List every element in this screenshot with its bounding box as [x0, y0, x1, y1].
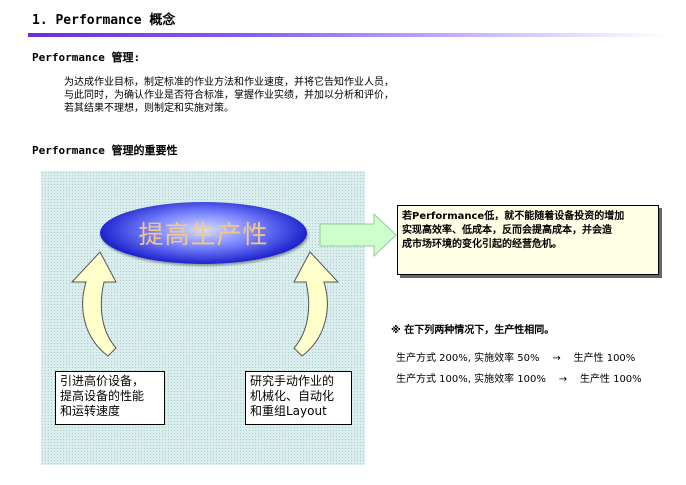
title-underline [28, 33, 668, 37]
note-line: 成市场环境的变化引起的经营危机。 [402, 239, 562, 250]
definition-paragraph: 为达成作业目标，制定标准的作业方法和作业速度，并将它告知作业人员， 与此同时，为… [64, 76, 394, 115]
right-arrow-icon [319, 212, 397, 258]
case-result: 生产性 100% [573, 353, 636, 364]
section-heading-importance: Performance 管理的重要性 [32, 144, 178, 157]
box-line: 研究手动作业的 [250, 374, 335, 388]
box-line: 提高设备的性能 [60, 389, 145, 403]
box-line: 和重组Layout [250, 404, 327, 418]
curved-up-arrow-right-icon [293, 251, 340, 357]
performance-warning-note: 若Performance低，就不能随着设备投资的增加 实现高效率、低成本，反而会… [397, 205, 659, 275]
case-line: 生产方式 100%, 实施效率 100% → 生产性 100% [396, 370, 642, 385]
note-line: 实现高效率、低成本，反而会提高成本，并会造 [402, 225, 612, 236]
paragraph-line: 与此同时，为确认作业是否符合标准，掌握作业实绩，并加以分析和评价， [64, 90, 394, 101]
productivity-ellipse [100, 202, 307, 264]
productivity-ellipse-label: 提高生产性 [138, 220, 269, 249]
case-line: 生产方式 200%, 实施效率 50% → 生产性 100% [396, 349, 635, 364]
automation-box: 研究手动作业的 机械化、自动化 和重组Layout [245, 371, 352, 425]
same-productivity-note: ※ 在下列两种情况下，生产性相同。 [391, 325, 555, 336]
curved-up-arrow-left-icon [70, 251, 117, 357]
box-line: 引进高价设备， [60, 374, 145, 388]
case-result: 生产性 100% [579, 374, 642, 385]
box-line: 机械化、自动化 [250, 389, 335, 403]
arrow-right-icon: → [552, 353, 561, 364]
case-condition: 生产方式 100%, 实施效率 100% [396, 374, 546, 385]
box-line: 和运转速度 [60, 404, 121, 418]
section-heading-performance-management: Performance 管理: [32, 51, 141, 64]
note-line: 若Performance低，就不能随着设备投资的增加 [402, 211, 625, 222]
paragraph-line: 为达成作业目标，制定标准的作业方法和作业速度，并将它告知作业人员， [64, 77, 394, 88]
equipment-investment-box: 引进高价设备， 提高设备的性能 和运转速度 [55, 371, 165, 425]
case-condition: 生产方式 200%, 实施效率 50% [396, 353, 540, 364]
paragraph-line: 若其结果不理想，则制定和实施对策。 [64, 103, 234, 114]
page-title: 1. Performance 概念 [32, 13, 176, 28]
arrow-right-icon: → [558, 374, 568, 385]
